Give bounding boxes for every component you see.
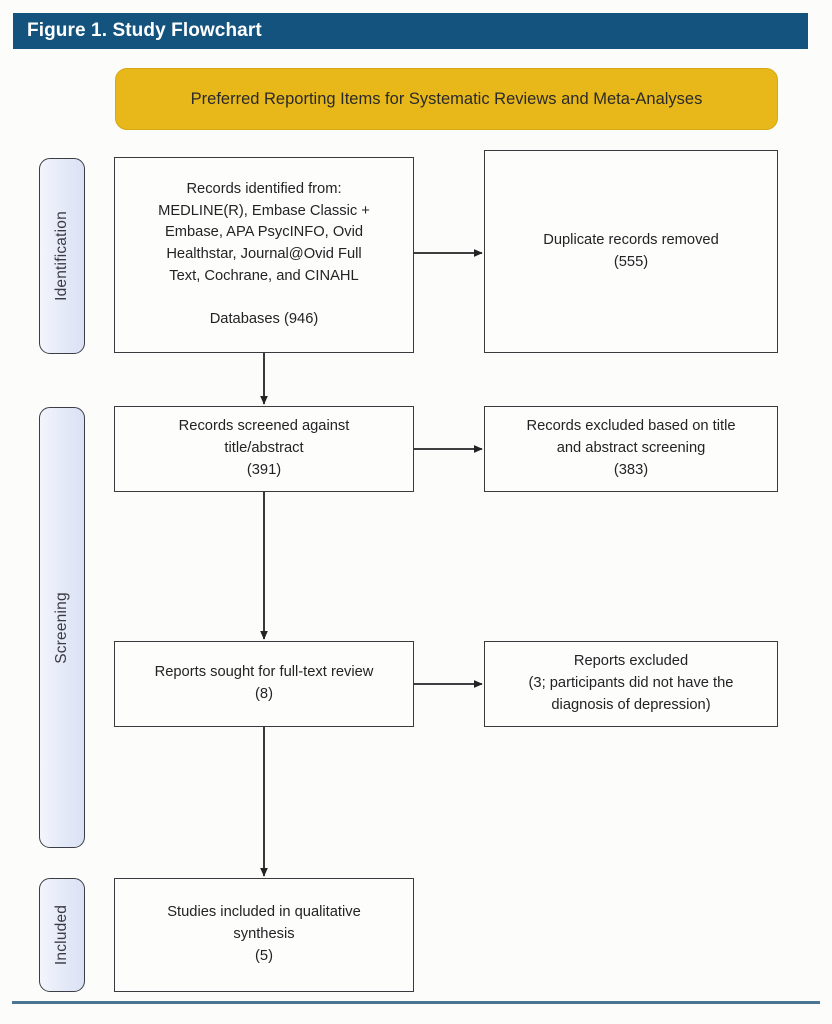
box-records-screened-text: Records screened against title/abstract … <box>178 418 350 478</box>
box-records-identified-text: Records identified from: MEDLINE(R), Emb… <box>158 180 370 328</box>
page-title: Figure 1. Study Flowchart <box>27 20 262 41</box>
box-reports-sought-fulltext-text: Reports sought for full-text review (8) <box>154 664 374 702</box>
box-records-excluded-title-abstract-text: Records excluded based on title and abst… <box>526 418 736 478</box>
prisma-banner: Preferred Reporting Items for Systematic… <box>115 68 778 130</box>
box-reports-excluded: Reports excluded (3; participants did no… <box>484 641 778 727</box>
stage-label-included: Included <box>39 878 85 992</box>
prisma-banner-label: Preferred Reporting Items for Systematic… <box>190 89 703 108</box>
box-records-screened: Records screened against title/abstract … <box>114 406 414 492</box>
stage-label-identification-text: Identification <box>53 211 70 301</box>
box-studies-included-text: Studies included in qualitative synthesi… <box>167 904 361 964</box>
figure-title-bar: Figure 1. Study Flowchart <box>13 13 808 49</box>
stage-label-included-text: Included <box>53 904 71 966</box>
footer-divider <box>12 1001 820 1004</box>
box-records-excluded-title-abstract: Records excluded based on title and abst… <box>484 406 778 492</box>
box-studies-included: Studies included in qualitative synthesi… <box>114 878 414 992</box>
stage-label-identification: Identification <box>39 158 85 354</box>
stage-label-screening-text: Screening <box>53 591 71 664</box>
box-duplicate-records-removed: Duplicate records removed (555) <box>484 150 778 353</box>
box-reports-sought-fulltext: Reports sought for full-text review (8) <box>114 641 414 727</box>
box-records-identified: Records identified from: MEDLINE(R), Emb… <box>114 157 414 353</box>
stage-label-screening: Screening <box>39 407 85 848</box>
box-duplicate-records-removed-text: Duplicate records removed (555) <box>543 231 719 270</box>
box-reports-excluded-text: Reports excluded (3; participants did no… <box>528 653 734 713</box>
